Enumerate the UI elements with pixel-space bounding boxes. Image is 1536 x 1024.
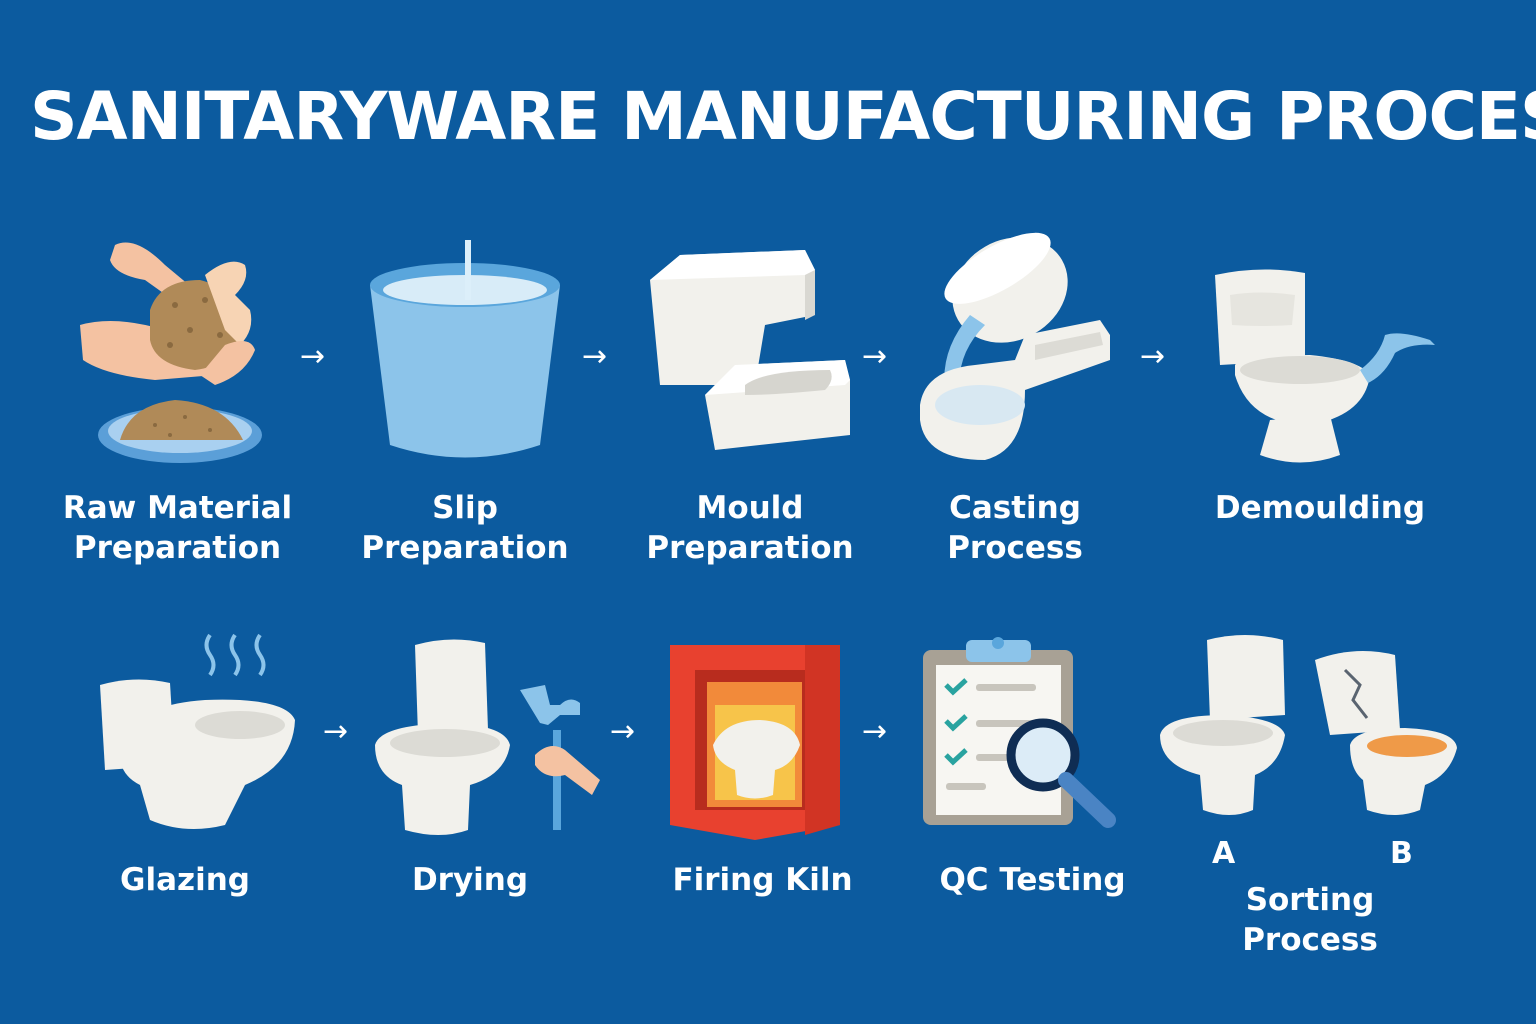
flow-arrow-2: → xyxy=(582,339,608,374)
step-label-line: Slip xyxy=(432,490,498,526)
sorting-grade-b: B xyxy=(1390,836,1413,871)
step-label-drying: Drying xyxy=(370,860,570,900)
flow-arrow-5: → xyxy=(323,714,349,749)
casting-pour-icon xyxy=(920,232,1110,460)
step-label-raw-material: Raw Material Preparation xyxy=(55,488,300,568)
step-label-demoulding: Demoulding xyxy=(1195,488,1445,528)
flow-arrow-7: → xyxy=(862,714,888,749)
demoulded-toilet-icon xyxy=(1215,269,1435,463)
step-label-line: Process xyxy=(1242,922,1378,958)
step-label-qc-testing: QC Testing xyxy=(920,860,1145,900)
step-label-mould: Mould Preparation xyxy=(630,488,870,568)
step-label-line: Preparation xyxy=(73,530,282,566)
firing-kiln-icon xyxy=(670,645,840,840)
flow-arrow-6: → xyxy=(610,714,636,749)
step-label-firing-kiln: Firing Kiln xyxy=(655,860,870,900)
step-label-line: Mould xyxy=(696,490,804,526)
step-label-line: Preparation xyxy=(361,530,569,566)
glazed-toilet-icon xyxy=(100,633,295,829)
plaster-mould-icon xyxy=(650,250,850,450)
flow-arrow-4: → xyxy=(1140,339,1166,374)
step-label-casting: Casting Process xyxy=(905,488,1125,568)
sorting-grade-a: A xyxy=(1212,836,1236,871)
flow-arrow-1: → xyxy=(300,339,326,374)
page-title: SANITARYWARE MANUFACTURING PROCES xyxy=(30,78,1536,155)
step-label-glazing: Glazing xyxy=(85,860,285,900)
step-label-line: Casting xyxy=(949,490,1081,526)
step-label-sorting: Sorting Process xyxy=(1195,880,1425,960)
step-label-line: Demoulding xyxy=(1214,490,1426,526)
step-label-line: Glazing xyxy=(120,862,250,898)
step-label-line: Preparation xyxy=(646,530,854,566)
flow-arrow-3: → xyxy=(862,339,888,374)
step-label-slip: Slip Preparation xyxy=(345,488,585,568)
step-label-line: Sorting xyxy=(1245,882,1375,918)
drying-toilet-icon xyxy=(375,639,600,835)
step-label-line: Raw Material xyxy=(62,490,293,526)
hands-kneading-clay-icon xyxy=(80,242,262,463)
sorted-toilets-icon xyxy=(1160,635,1457,815)
slip-tank-icon xyxy=(370,240,560,458)
step-label-line: Firing Kiln xyxy=(672,862,853,898)
step-label-line: Drying xyxy=(411,862,529,898)
step-label-line: QC Testing xyxy=(939,862,1126,898)
qc-clipboard-icon xyxy=(923,637,1116,828)
step-label-line: Process xyxy=(947,530,1083,566)
